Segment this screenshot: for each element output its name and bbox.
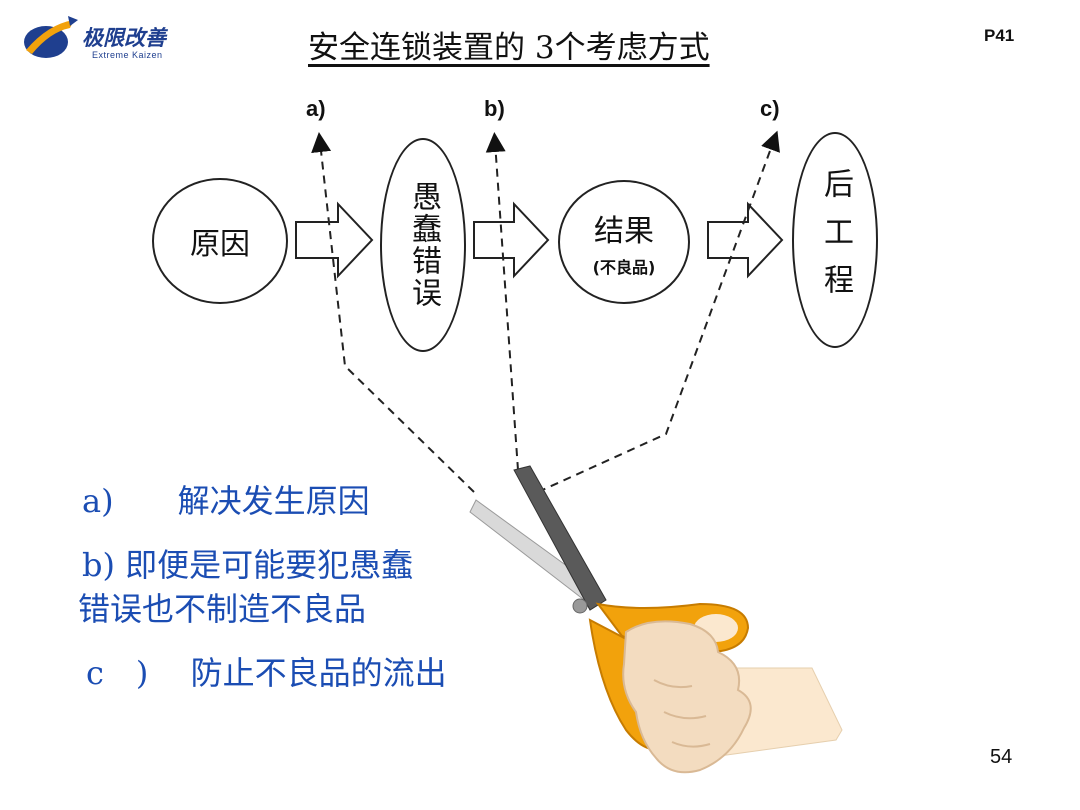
result-node: 结果 (不良品) — [558, 180, 690, 304]
flow-arrow-2 — [473, 201, 550, 279]
mistake-node: 愚蠢错误 — [380, 138, 466, 352]
page-number: 54 — [990, 746, 1013, 768]
explanation-b-line2: 错误也不制造不良品 — [78, 590, 367, 628]
cause-label: 原因 — [190, 227, 250, 262]
dashed-line-a — [311, 132, 475, 493]
step-label-c: c) — [760, 96, 780, 121]
logo-swoosh-icon — [24, 16, 78, 58]
next-process-label: 后工程 — [818, 168, 853, 312]
cause-node: 原因 — [152, 178, 288, 304]
next-process-node: 后工程 — [792, 132, 878, 348]
step-label-b: b) — [484, 96, 505, 121]
mistake-label: 愚蠢错误 — [406, 181, 441, 309]
dashed-line-b — [485, 132, 519, 471]
page-reference: P41 — [984, 26, 1015, 45]
scissors-hand-icon — [469, 465, 843, 774]
flow-arrow-3 — [707, 201, 784, 279]
result-label: 结果 — [593, 214, 654, 249]
flow-arrow-1 — [295, 201, 374, 279]
dashed-line-c — [537, 130, 780, 493]
explanation-b-line1: b) 即便是可能要犯愚蠢 — [82, 546, 414, 584]
logo-en-text: Extreme Kaizen — [92, 50, 163, 60]
logo-cn-text: 极限改善 — [82, 26, 166, 50]
result-sub-label: (不良品) — [592, 258, 656, 277]
company-logo: 极限改善 Extreme Kaizen — [18, 14, 198, 64]
explanation-a: a) 解决发生原因 — [82, 482, 370, 520]
explanation-c: c ) 防止不良品的流出 — [86, 654, 447, 692]
step-label-a: a) — [306, 96, 326, 121]
page-title: 安全连锁装置的 3个考虑方式 — [308, 30, 710, 66]
